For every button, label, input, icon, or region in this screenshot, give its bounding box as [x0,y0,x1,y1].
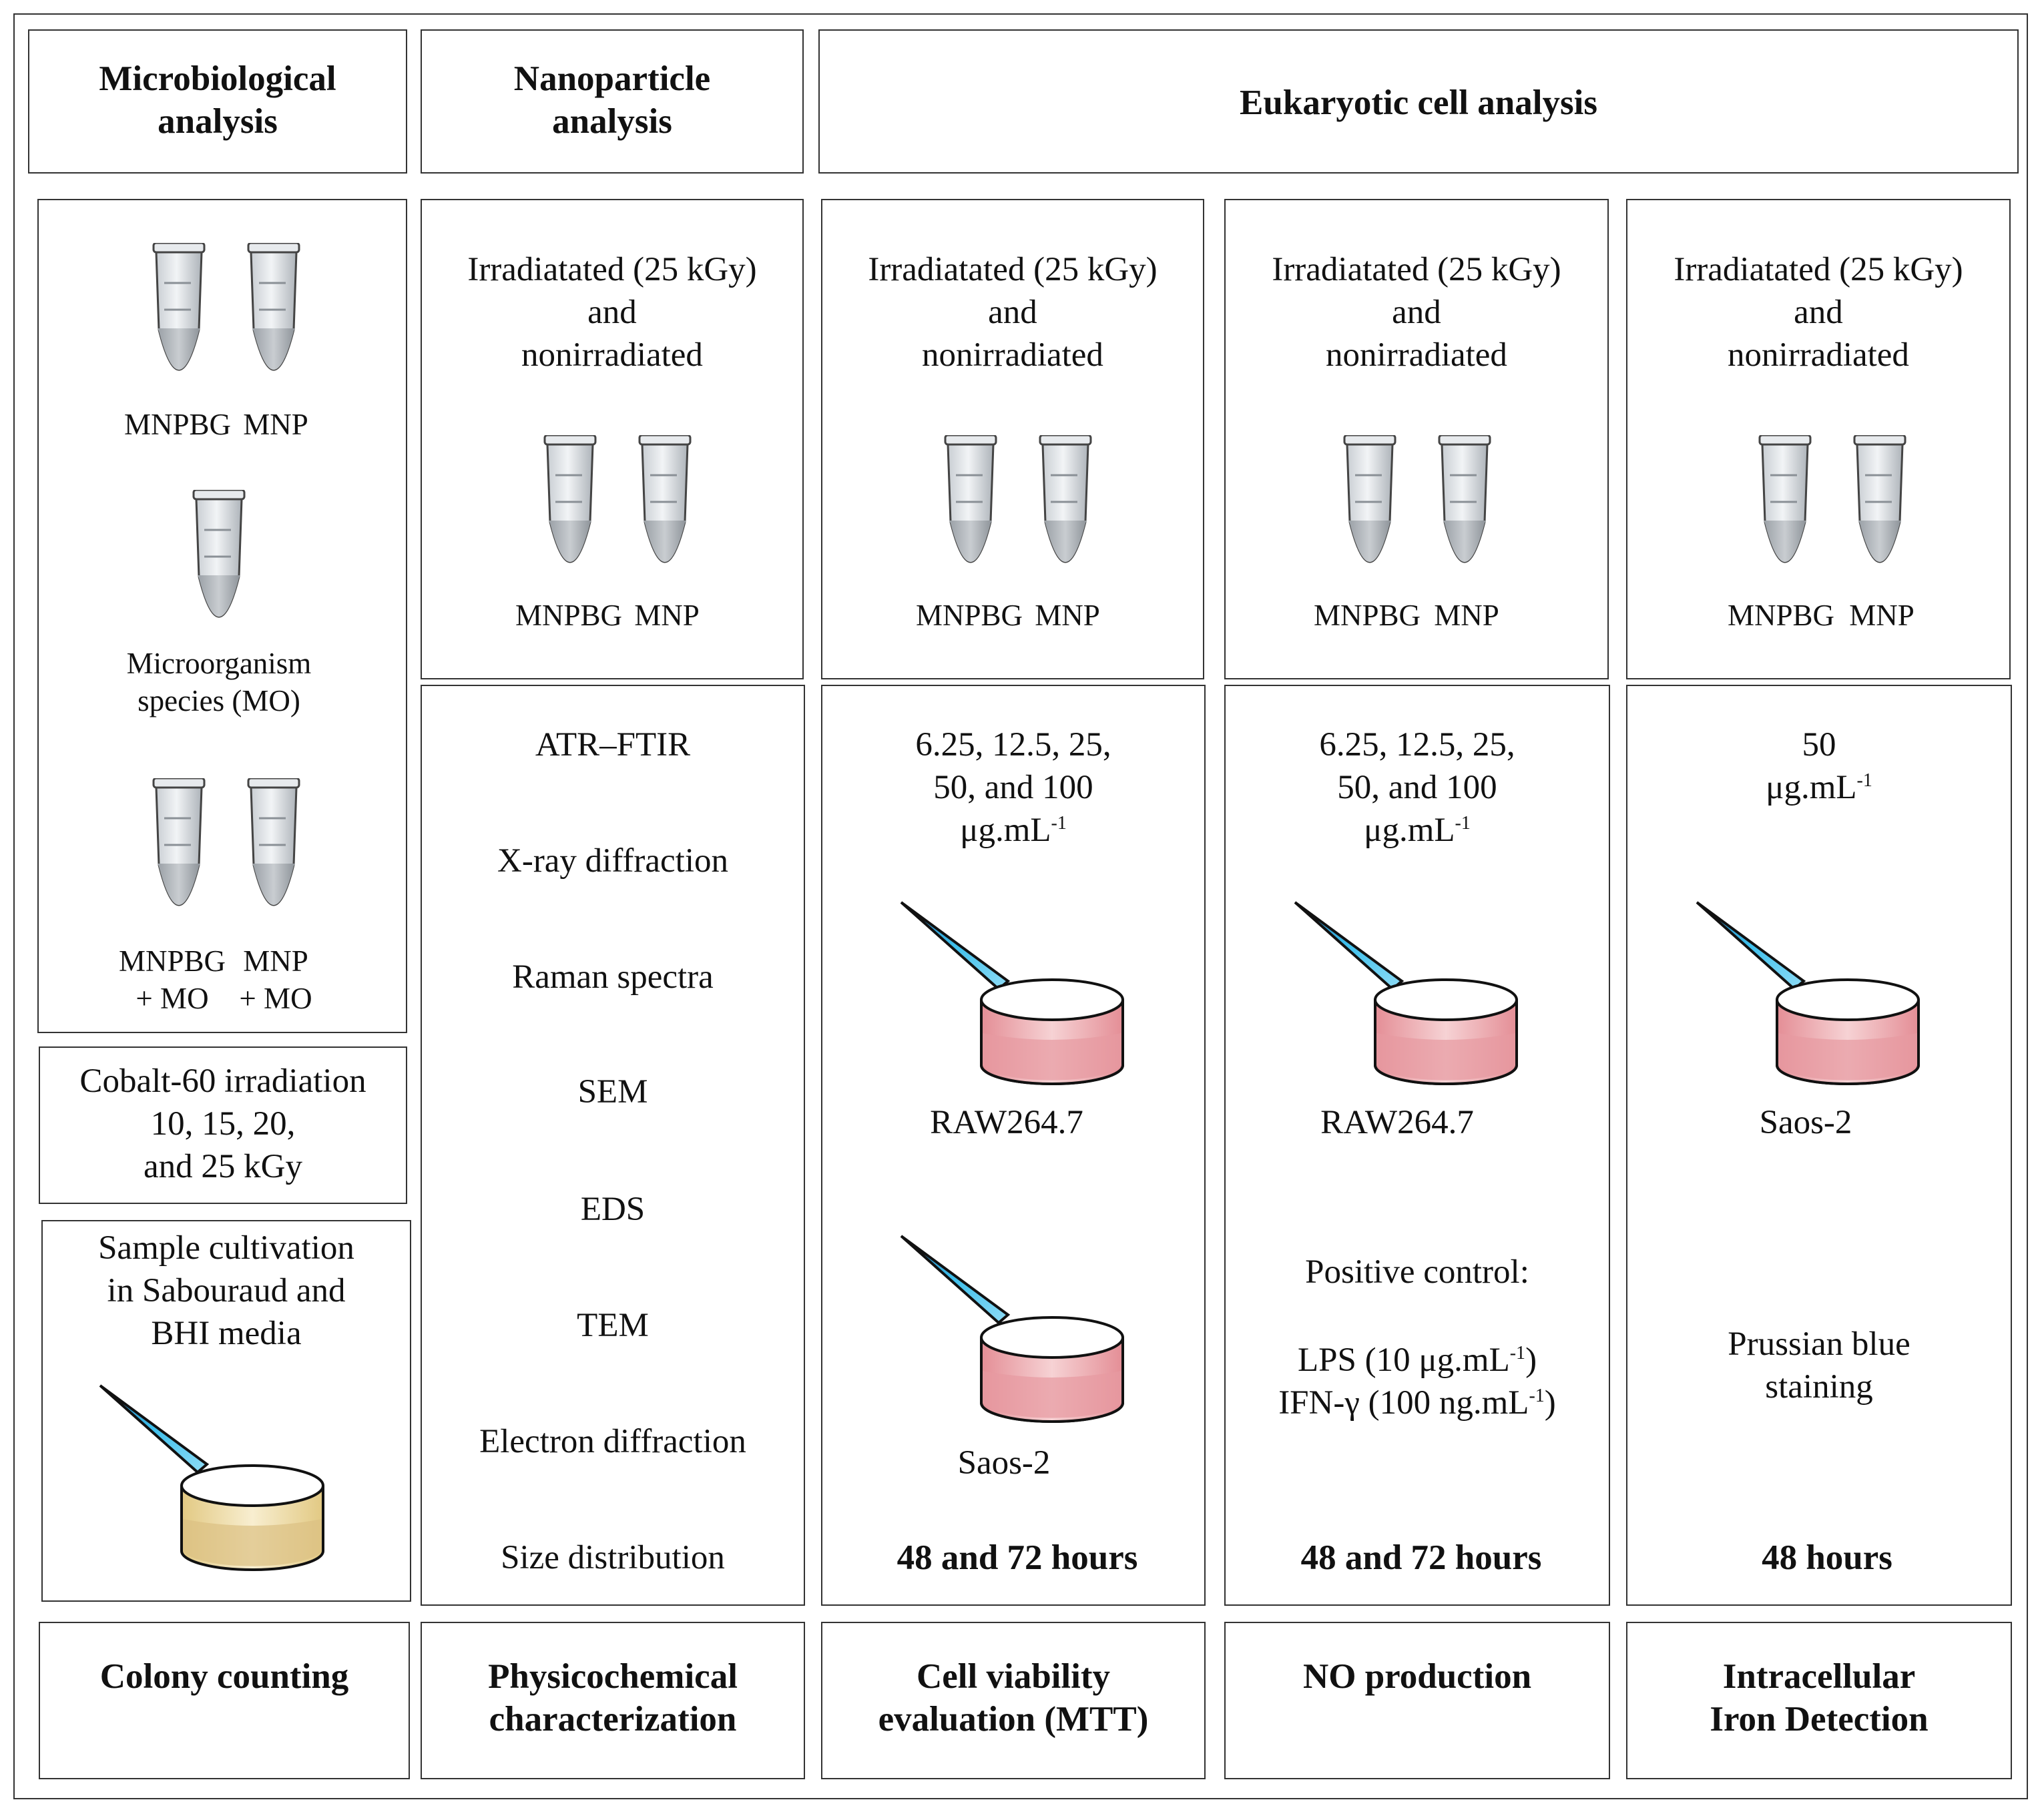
header-euk-text: Eukaryotic cell analysis [1240,83,1597,122]
petri-dish-pink-icon [1776,978,1920,1085]
footer-physico: Physicochemical characterization [421,1622,805,1779]
tube-icon-mnp [638,435,692,563]
positive-control-label: Positive control: [1305,1253,1529,1291]
tube-icon-mnp [1438,435,1491,563]
label-mnp: MNP [1434,599,1499,632]
cobalt-text: Cobalt-60 irradiation 10, 15, 20, and 25… [79,1063,366,1185]
tube-icon-mo [192,490,246,618]
label-mnpbg: MNPBG [1313,599,1421,632]
footer-iron-text: Intracellular Iron Detection [1710,1657,1929,1739]
conc-unit: μg.mL-1 [1364,812,1471,849]
footer-no: NO production [1224,1622,1610,1779]
header-microbiological: Microbiological analysis [28,29,407,174]
footer-colony-text: Colony counting [99,1657,349,1696]
header-nano-text: Nanoparticle analysis [513,59,711,141]
cultivation-text: Sample cultivation in Sabouraud and BHI … [98,1229,354,1352]
method-eds: EDS [580,1191,646,1228]
tube-icon-mnp [247,243,300,371]
footer-no-text: NO production [1302,1657,1532,1696]
footer-colony: Colony counting [39,1622,410,1779]
method-raman: Raman spectra [512,958,714,996]
footer-viability: Cell viability evaluation (MTT) [821,1622,1206,1779]
method-electron-diffraction: Electron diffraction [479,1423,746,1460]
iron-irradiated-text: Irradiatated (25 kGy) and nonirradiated [1674,251,1963,374]
conc-unit: μg.mL-1 [960,812,1067,849]
footer-physico-text: Physicochemical characterization [488,1657,738,1739]
label-mnpbg: MNPBG [1727,599,1835,632]
label-mnp: MNP [1035,599,1100,632]
method-xrd: X-ray diffraction [497,842,728,880]
tube-icon-mnp [1853,435,1906,563]
conc-line1: 6.25, 12.5, 25, [1319,726,1515,764]
label-mnpbg: MNPBG [123,408,232,441]
label-mo: Microorganism species (MO) [126,647,312,717]
no-irradiated-text: Irradiatated (25 kGy) and nonirradiated [1272,251,1561,374]
petri-dish-pink-icon [980,978,1124,1085]
method-size-distribution: Size distribution [501,1539,725,1576]
tube-icon-mnpbg-mo [152,778,206,906]
cell-line-raw: RAW264.7 [930,1104,1083,1141]
conc-line1: 6.25, 12.5, 25, [915,726,1111,764]
micro-samples-box: MNPBG MNP Microorganism species (MO) MNP… [37,199,407,1033]
tube-icon-mnpbg [543,435,597,563]
time-48-72: 48 and 72 hours [897,1538,1138,1577]
header-eukaryotic: Eukaryotic cell analysis [818,29,2019,174]
label-mnp: MNP [243,408,308,441]
label-mnpbg: MNPBG [915,599,1023,632]
tube-icon-mnp-mo [247,778,300,906]
label-mnpbg: MNPBG [515,599,623,632]
cell-line-saos: Saos-2 [957,1444,1051,1482]
petri-dish-pink-icon [1374,978,1518,1085]
cobalt-irradiation-box: Cobalt-60 irradiation 10, 15, 20, and 25… [39,1046,407,1204]
viability-irradiated-text: Irradiatated (25 kGy) and nonirradiated [868,251,1158,374]
method-sem: SEM [577,1073,648,1111]
label-mnp: MNP [1849,599,1914,632]
iron-protocol-box: 50 μg.mL-1 Saos-2 Prussian blue staining… [1626,685,2012,1606]
cell-line-raw: RAW264.7 [1320,1104,1474,1141]
conc-fifty: 50 [1802,726,1836,764]
viability-protocol-box: 6.25, 12.5, 25, 50, and 100 μg.mL-1 RAW2… [821,685,1206,1606]
label-mnp-mo: MNP + MO [239,944,312,1015]
figure-frame [13,13,2028,1799]
no-samples-box: Irradiatated (25 kGy) and nonirradiated … [1224,199,1609,679]
method-tem: TEM [577,1307,649,1344]
tube-icon-mnpbg [944,435,997,563]
footer-iron: Intracellular Iron Detection [1626,1622,2012,1779]
tube-icon-mnpbg [1758,435,1812,563]
nano-samples-box: Irradiatated (25 kGy) and nonirradiated … [421,199,804,679]
conc-unit: μg.mL-1 [1766,769,1872,806]
petri-dish-yellow-icon [180,1464,324,1571]
time-48: 48 hours [1762,1538,1892,1577]
viability-samples-box: Irradiatated (25 kGy) and nonirradiated … [821,199,1204,679]
petri-dish-pink-icon [980,1316,1124,1423]
prussian-blue-text: Prussian blue staining [1728,1325,1910,1406]
cell-line-saos: Saos-2 [1759,1104,1852,1141]
time-48-72: 48 and 72 hours [1300,1538,1542,1577]
conc-line2: 50, and 100 [933,769,1093,806]
nano-irradiated-text: Irradiatated (25 kGy) and nonirradiated [467,251,757,374]
tube-icon-mnp [1039,435,1092,563]
tube-icon-mnpbg [1343,435,1396,563]
no-protocol-box: 6.25, 12.5, 25, 50, and 100 μg.mL-1 RAW2… [1224,685,1610,1606]
label-mnpbg-mo: MNPBG + MO [118,944,226,1015]
tube-icon-mnpbg [152,243,206,371]
conc-line2: 50, and 100 [1337,769,1497,806]
label-mnp: MNP [634,599,700,632]
cultivation-box: Sample cultivation in Sabouraud and BHI … [41,1220,411,1602]
method-atr-ftir: ATR–FTIR [535,726,691,764]
iron-samples-box: Irradiatated (25 kGy) and nonirradiated … [1626,199,2011,679]
lps-control: LPS (10 μg.mL-1) [1297,1341,1537,1379]
header-nanoparticle: Nanoparticle analysis [421,29,804,174]
header-micro-text: Microbiological analysis [99,59,336,141]
footer-viability-text: Cell viability evaluation (MTT) [878,1657,1149,1739]
ifn-control: IFN-γ (100 ng.mL-1) [1278,1384,1556,1422]
nano-methods-box: ATR–FTIR X-ray diffraction Raman spectra… [421,685,805,1606]
